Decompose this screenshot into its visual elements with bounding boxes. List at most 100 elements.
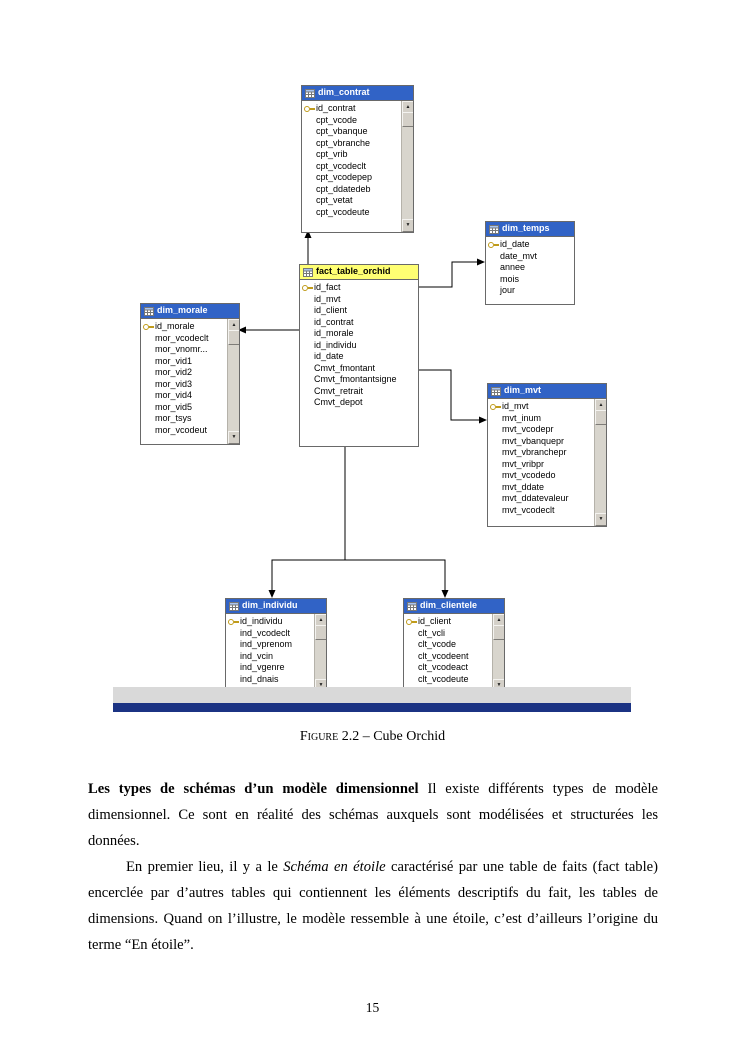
field-name: id_contrat: [316, 103, 356, 113]
table-field-row: mor_vnomr...: [141, 344, 228, 356]
table-title: dim_morale: [157, 305, 208, 316]
table-field-row: cpt_vbanque: [302, 126, 402, 138]
field-name: cpt_vrib: [316, 149, 348, 159]
field-name: id_fact: [314, 282, 341, 292]
table-field-row: mvt_vcodepr: [488, 424, 595, 436]
table-field-row: clt_vcodeent: [404, 651, 493, 663]
table-field-row: ind_vcin: [226, 651, 315, 663]
paragraph-text: caractérisé par une table de faits (fact…: [88, 859, 658, 953]
paragraph-schema-etoile: En premier lieu, il y a le Schéma en éto…: [88, 854, 658, 958]
field-name: cpt_ddatedeb: [316, 183, 371, 194]
table-field-row: id_individu: [226, 616, 315, 628]
table-field-row: ind_vgenre: [226, 662, 315, 674]
field-name: id_date: [314, 351, 344, 361]
table-field-row: id_contrat: [300, 317, 418, 329]
table-title: dim_individu: [242, 600, 298, 611]
field-name: cpt_vetat: [316, 195, 353, 205]
table-field-row: ind_vcodeclt: [226, 628, 315, 640]
table-field-row: cpt_vcodepep: [302, 172, 402, 184]
table-field-row: id_mvt: [488, 401, 595, 413]
field-name: mor_vid1: [155, 355, 193, 366]
field-name: cpt_vcodeclt: [316, 160, 367, 171]
field-name: id_mvt: [314, 293, 341, 304]
table-field-row: ind_vprenom: [226, 639, 315, 651]
field-name: Cmvt_fmontant: [314, 362, 376, 373]
field-name: clt_vcli: [418, 627, 446, 638]
primary-key-icon: [488, 241, 499, 249]
table-field-row: id_contrat: [302, 103, 402, 115]
table-field-row: cpt_vrib: [302, 149, 402, 161]
table-field-row: mor_vcodeclt: [141, 333, 228, 345]
field-name: mvt_vbranchepr: [502, 447, 567, 457]
field-name: mor_tsys: [155, 413, 192, 423]
table-field-row: mvt_vbranchepr: [488, 447, 595, 459]
table-grid-icon: [407, 601, 417, 611]
table-field-row: id_fact: [300, 282, 418, 294]
field-name: ind_vcodeclt: [240, 627, 291, 638]
scrollbar-thumb: [228, 330, 239, 345]
field-name: Cmvt_depot: [314, 397, 363, 407]
table-field-row: Cmvt_depot: [300, 397, 418, 409]
field-name: cpt_vcodeute: [316, 206, 370, 217]
field-name: cpt_vcodepep: [316, 172, 373, 182]
body-text: Les types de schémas d’un modèle dimensi…: [88, 776, 658, 958]
primary-key-icon: [228, 618, 239, 626]
scrollbar: ▲ ▼: [492, 614, 504, 692]
table-field-row: cpt_vbranche: [302, 138, 402, 150]
field-name: mor_vcodeclt: [155, 332, 209, 343]
table-header: dim_mvt: [488, 384, 606, 399]
page-number: 15: [365, 1000, 380, 1015]
table-field-row: clt_vcodeact: [404, 662, 493, 674]
table-field-row: mor_vid1: [141, 356, 228, 368]
table-field-row: mvt_vribpr: [488, 459, 595, 471]
field-name: cpt_vbanque: [316, 126, 368, 136]
table-header: dim_contrat: [302, 86, 413, 101]
field-name: mvt_vbanquepr: [502, 435, 565, 446]
field-name: id_contrat: [314, 316, 354, 327]
primary-key-icon: [490, 403, 501, 411]
primary-key-icon: [304, 105, 315, 113]
table-field-row: id_date: [486, 239, 574, 251]
scrollbar: ▲ ▼: [314, 614, 326, 692]
table-field-row: Cmvt_fmontant: [300, 363, 418, 375]
table-field-row: mvt_ddatevaleur: [488, 493, 595, 505]
table-field-row: mor_vid2: [141, 367, 228, 379]
table-field-row: mor_vid3: [141, 379, 228, 391]
table-field-row: id_client: [404, 616, 493, 628]
paragraph-types-schemas: Les types de schémas d’un modèle dimensi…: [88, 776, 658, 854]
scrollbar-thumb: [402, 112, 413, 127]
table-field-row: annee: [486, 262, 574, 274]
field-name: id_individu: [314, 339, 357, 350]
table-grid-icon: [491, 386, 501, 396]
table-title: dim_clientele: [420, 600, 478, 611]
field-name: ind_vprenom: [240, 639, 293, 649]
paragraph-heading: Les types de schémas d’un modèle dimensi…: [88, 781, 419, 797]
table-field-row: cpt_vcodeute: [302, 207, 402, 219]
field-name: ind_dnais: [240, 673, 279, 684]
figure-label: Figure 2.2: [299, 729, 360, 744]
table-grid-icon: [144, 306, 154, 316]
table-field-row: mvt_vcodeclt: [488, 505, 595, 517]
field-name: mvt_ddatevaleur: [502, 493, 569, 503]
scroll-down-icon: ▼: [595, 513, 606, 526]
scrollbar-thumb: [493, 625, 504, 640]
field-name: clt_vcodeact: [418, 662, 469, 672]
field-name: Cmvt_retrait: [314, 385, 364, 396]
table-field-row: mor_vid4: [141, 390, 228, 402]
figure-title: – Cube Orchid: [359, 729, 446, 744]
scroll-down-icon: ▼: [402, 219, 413, 232]
table-field-row: id_mvt: [300, 294, 418, 306]
table-grid-icon: [229, 601, 239, 611]
field-name: cpt_vbranche: [316, 137, 371, 148]
field-name: jour: [500, 285, 516, 295]
table-header: dim_temps: [486, 222, 574, 237]
table-field-row: clt_vcode: [404, 639, 493, 651]
